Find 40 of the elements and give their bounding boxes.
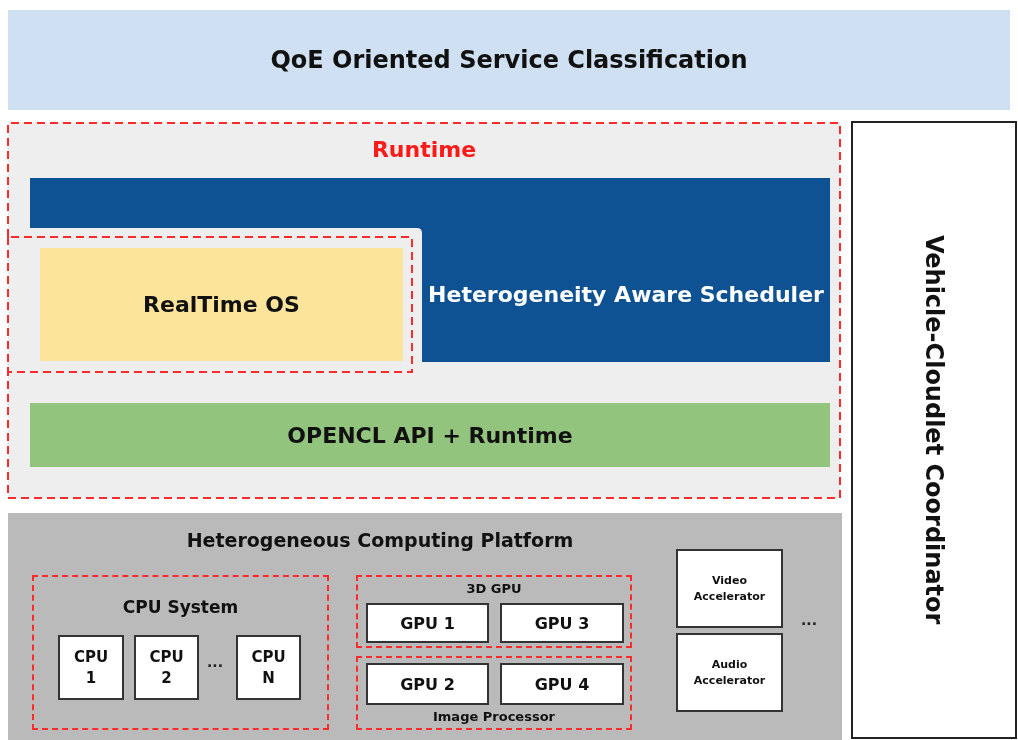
node-label: CPU 2 xyxy=(149,646,184,689)
cpu-box xyxy=(134,635,199,700)
group-title: CPU System xyxy=(122,597,239,617)
group-title: Heterogeneous Computing Platform xyxy=(186,529,574,551)
gpu-box xyxy=(500,603,624,643)
runtime-region xyxy=(8,123,840,498)
ellipsis: ... xyxy=(206,654,224,670)
node-label: Video Accelerator xyxy=(693,572,766,605)
node-label: CPU 1 xyxy=(73,646,109,689)
platform-panel xyxy=(8,513,842,740)
scheduler-block xyxy=(30,178,830,362)
cpu-box xyxy=(236,635,301,700)
cpu-group xyxy=(32,575,329,730)
api-bar xyxy=(30,403,830,467)
gpu-box xyxy=(366,663,489,705)
node-label: GPU 1 xyxy=(400,613,455,633)
gpu-group xyxy=(356,575,632,648)
coordinator-panel xyxy=(851,121,1017,739)
node-label: GPU 3 xyxy=(534,613,590,633)
gpu-box xyxy=(500,663,624,705)
group-title: Runtime xyxy=(371,137,477,162)
group-title: 3D GPU xyxy=(466,581,522,596)
node-label: GPU 2 xyxy=(400,674,455,694)
accelerator-box xyxy=(676,549,783,628)
node-label: QoE Oriented Service Classification xyxy=(270,46,748,74)
cpu-box xyxy=(58,635,124,700)
os-block xyxy=(40,248,403,361)
node-label: Vehicle-Cloudlet Coordinator xyxy=(920,235,948,625)
node-label: GPU 4 xyxy=(534,674,590,694)
layer-banner xyxy=(8,10,1010,110)
node-label: CPU N xyxy=(251,646,286,689)
group-title: Image Processor xyxy=(433,709,555,724)
node-label: OPENCL API + Runtime xyxy=(287,422,573,448)
node-label: Heterogeneity Aware Scheduler xyxy=(428,281,824,310)
accelerator-box xyxy=(676,633,783,712)
gpu-box xyxy=(366,603,489,643)
ellipsis: ... xyxy=(800,612,818,628)
node-label: RealTime OS xyxy=(143,292,300,317)
node-label: Audio Accelerator xyxy=(693,656,766,689)
gpu-group xyxy=(356,656,632,730)
